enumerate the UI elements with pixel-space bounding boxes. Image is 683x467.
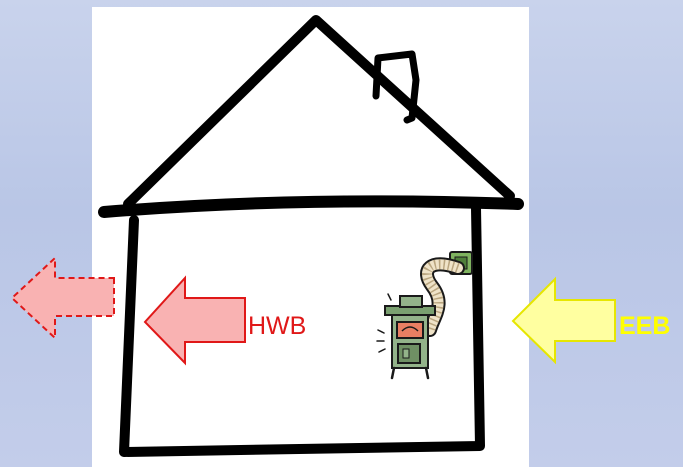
final-energy-arrow-icon — [513, 279, 615, 362]
heating-demand-arrow-icon — [145, 276, 245, 363]
heat-loss-arrow-icon — [12, 258, 114, 338]
house-outline-icon — [104, 20, 518, 452]
heating-demand-label: HWB — [248, 314, 306, 339]
heater-stove-icon — [377, 252, 472, 378]
roof — [128, 20, 510, 204]
final-energy-label: EEB — [619, 314, 670, 339]
eaves — [104, 201, 518, 212]
